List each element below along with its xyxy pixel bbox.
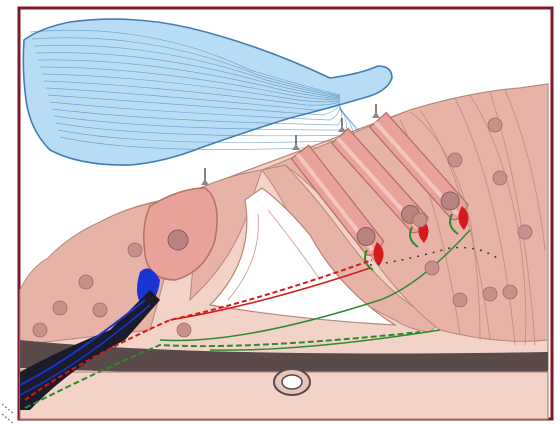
nucleus [128,243,142,257]
nucleus [33,323,47,337]
corner-dashed-mark [2,404,14,424]
nucleus [53,301,67,315]
nucleus [413,213,427,227]
nucleus [483,287,497,301]
blood-vessel-icon [274,369,310,395]
nucleus [448,153,462,167]
nucleus [93,303,107,317]
nucleus [177,323,191,337]
nucleus [79,275,93,289]
nucleus [518,225,532,239]
nucleus [425,261,439,275]
nucleus [488,118,502,132]
nucleus [503,285,517,299]
nucleus [453,293,467,307]
